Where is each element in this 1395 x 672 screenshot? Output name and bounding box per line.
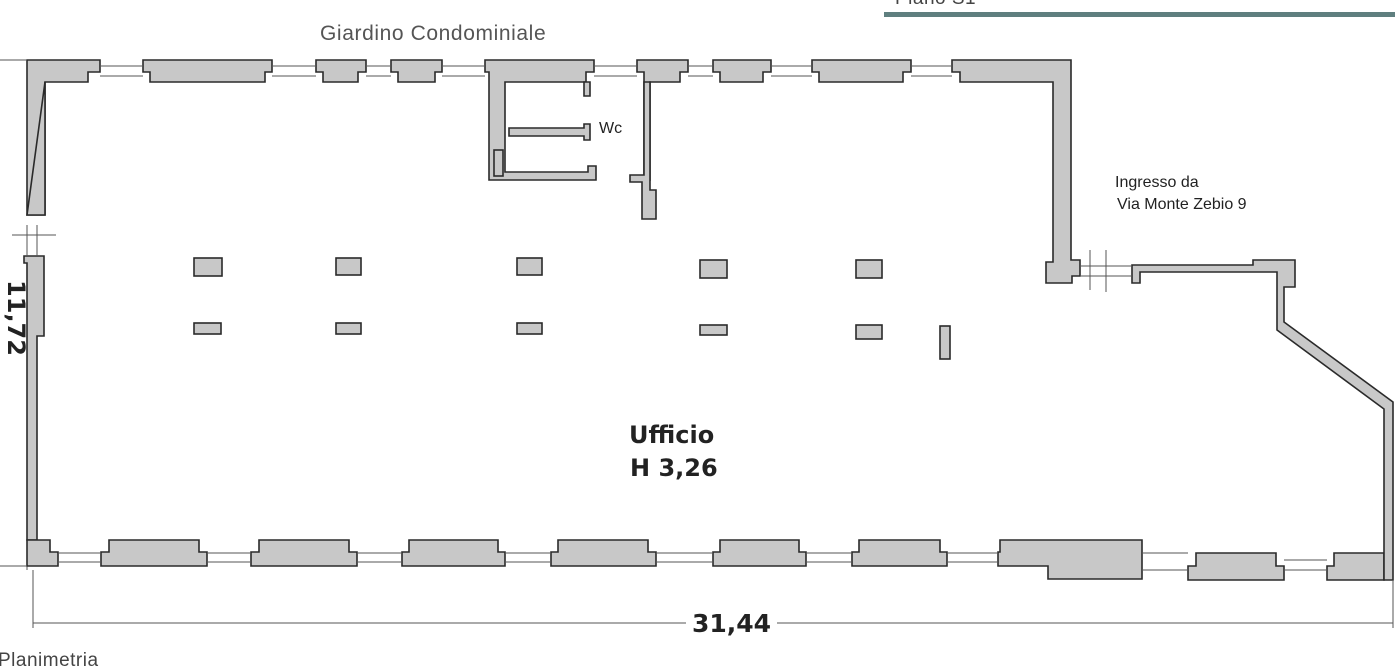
width-dimension: 31,44 [686, 609, 778, 638]
height-dimension: 11,72 [1, 280, 30, 356]
plan-caption: Planimetria [0, 650, 99, 671]
floor-accent-bar [884, 12, 1395, 17]
bottom-wall [26, 539, 1385, 581]
pillar [516, 322, 543, 335]
wc-block [493, 81, 657, 220]
entrance-label-line1: Ingresso da [1115, 174, 1199, 191]
pillar [335, 257, 362, 276]
pillar [335, 322, 362, 335]
left-wall [12, 81, 56, 570]
pillar [699, 324, 728, 336]
floor-label: Piano S1 [895, 0, 976, 10]
pillar [855, 324, 883, 340]
window-lines [0, 59, 952, 77]
right-wall [1080, 250, 1394, 581]
entrance-label-line2: Via Monte Zebio 9 [1117, 196, 1247, 213]
bottom-window-lines [0, 552, 1327, 571]
room-name: Ufficio [629, 421, 715, 449]
pillar [855, 259, 883, 279]
room-height: H 3,26 [630, 454, 718, 482]
wc-label: Wc [599, 120, 623, 137]
pillar [699, 259, 728, 279]
top-wall [26, 59, 1081, 284]
pillar [939, 325, 951, 360]
pillar [193, 257, 223, 277]
pillar [516, 257, 543, 276]
pillar [193, 322, 222, 335]
pillars [193, 257, 951, 360]
garden-label: Giardino Condominiale [320, 22, 547, 45]
